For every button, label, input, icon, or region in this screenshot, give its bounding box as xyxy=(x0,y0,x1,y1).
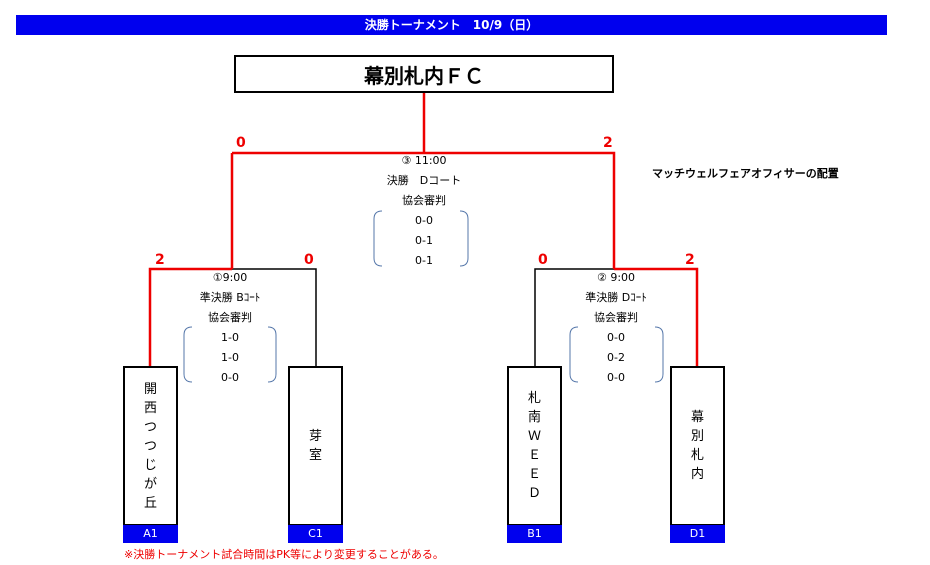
team-name-char: 芽 xyxy=(308,429,322,444)
final-official-2: 0-1 xyxy=(415,234,433,247)
final-referee: 協会審判 xyxy=(402,194,446,207)
team-name-d1: 幕別札内 xyxy=(691,408,704,484)
semi-left-score-right: 0 xyxy=(304,252,314,268)
footer-note: ※決勝トーナメント試合時間はPK等により変更することがある。 xyxy=(124,548,444,561)
team-name-char: つ xyxy=(143,419,157,435)
team-name-char: 別 xyxy=(690,429,704,444)
team-name-char: じ xyxy=(143,457,157,473)
semi-left-official-2: 1-0 xyxy=(221,351,239,364)
bracket-semi-left-right xyxy=(267,326,277,383)
semi-left-score-left: 2 xyxy=(155,252,165,268)
welfare-officer-note: マッチウェルフェアオフィサーの配置 xyxy=(652,167,839,180)
semi-right-official-2: 0-2 xyxy=(607,351,625,364)
winner-box: 幕別札内ＦＣ xyxy=(234,55,614,93)
semi-left-referee: 協会審判 xyxy=(208,311,252,324)
final-info: ③ 11:00 決勝 Dコート 協会審判 0-0 0-1 0-1 xyxy=(344,151,504,271)
bracket-final-right xyxy=(459,210,469,267)
bracket-semi-left-left xyxy=(183,326,193,383)
bracket-semi-right-left xyxy=(569,326,579,383)
team-name-char: つ xyxy=(143,438,157,454)
team-name-char: Ｅ xyxy=(527,448,541,463)
semi-left-official-3: 0-0 xyxy=(221,371,239,384)
team-box-c1: 芽室 xyxy=(288,366,343,526)
team-code-b1: B1 xyxy=(507,525,562,543)
final-official-3: 0-1 xyxy=(415,254,433,267)
team-name-char: Ｗ xyxy=(527,429,541,444)
final-score-right: 2 xyxy=(603,135,613,151)
team-code-a1: A1 xyxy=(123,525,178,543)
team-name-char: 開 xyxy=(143,381,157,397)
semi-right-official-1: 0-0 xyxy=(607,331,625,344)
semi-right-official-3: 0-0 xyxy=(607,371,625,384)
line-semi-right-b1 xyxy=(534,268,614,367)
team-name-char: 札 xyxy=(690,448,704,463)
semi-right-court: 準決勝 Dｺｰﾄ xyxy=(585,291,647,304)
team-name-c1: 芽室 xyxy=(309,427,322,465)
team-name-char: 西 xyxy=(143,400,157,416)
semi-left-court: 準決勝 Bｺｰﾄ xyxy=(199,291,261,304)
semi-right-score-left: 0 xyxy=(538,252,548,268)
winner-name: 幕別札内ＦＣ xyxy=(364,63,484,88)
final-official-1: 0-0 xyxy=(415,214,433,227)
team-name-char: 丘 xyxy=(143,495,157,511)
bracket-semi-right-right xyxy=(654,326,664,383)
semi-left-info: ①9:00 準決勝 Bｺｰﾄ 協会審判 1-0 1-0 0-0 xyxy=(155,268,305,388)
team-name-a1: 開西つつじが丘 xyxy=(144,380,157,513)
final-time: ③ 11:00 xyxy=(401,154,447,167)
team-name-char: Ｄ xyxy=(527,486,541,501)
team-name-char: 室 xyxy=(308,448,322,463)
team-name-char: が xyxy=(143,476,157,492)
team-name-char: Ｅ xyxy=(527,467,541,482)
team-box-d1: 幕別札内 xyxy=(670,366,725,526)
team-box-a1: 開西つつじが丘 xyxy=(123,366,178,526)
team-code-d1: D1 xyxy=(670,525,725,543)
final-score-left: 0 xyxy=(236,135,246,151)
bracket-final-left xyxy=(373,210,383,267)
header-title: 決勝トーナメント 10/9（日） xyxy=(364,18,539,32)
team-name-char: 幕 xyxy=(690,410,704,425)
line-final-right xyxy=(424,151,616,269)
line-semi-left-c1 xyxy=(232,268,317,367)
line-semi-right-d1 xyxy=(614,267,699,367)
semi-right-info: ② 9:00 準決勝 Dｺｰﾄ 協会審判 0-0 0-2 0-0 xyxy=(541,268,691,388)
semi-right-referee: 協会審判 xyxy=(594,311,638,324)
semi-right-score-right: 2 xyxy=(685,252,695,268)
semi-right-time: ② 9:00 xyxy=(596,271,636,284)
semi-left-time: ①9:00 xyxy=(212,271,248,284)
semi-left-official-1: 1-0 xyxy=(221,331,239,344)
line-semi-left-a1 xyxy=(148,267,232,367)
team-name-char: 内 xyxy=(690,467,704,482)
team-name-char: 札 xyxy=(527,391,541,406)
header-bar: 決勝トーナメント 10/9（日） xyxy=(16,15,887,35)
team-code-c1: C1 xyxy=(288,525,343,543)
final-court: 決勝 Dコート xyxy=(386,174,462,187)
team-name-char: 南 xyxy=(527,410,541,425)
